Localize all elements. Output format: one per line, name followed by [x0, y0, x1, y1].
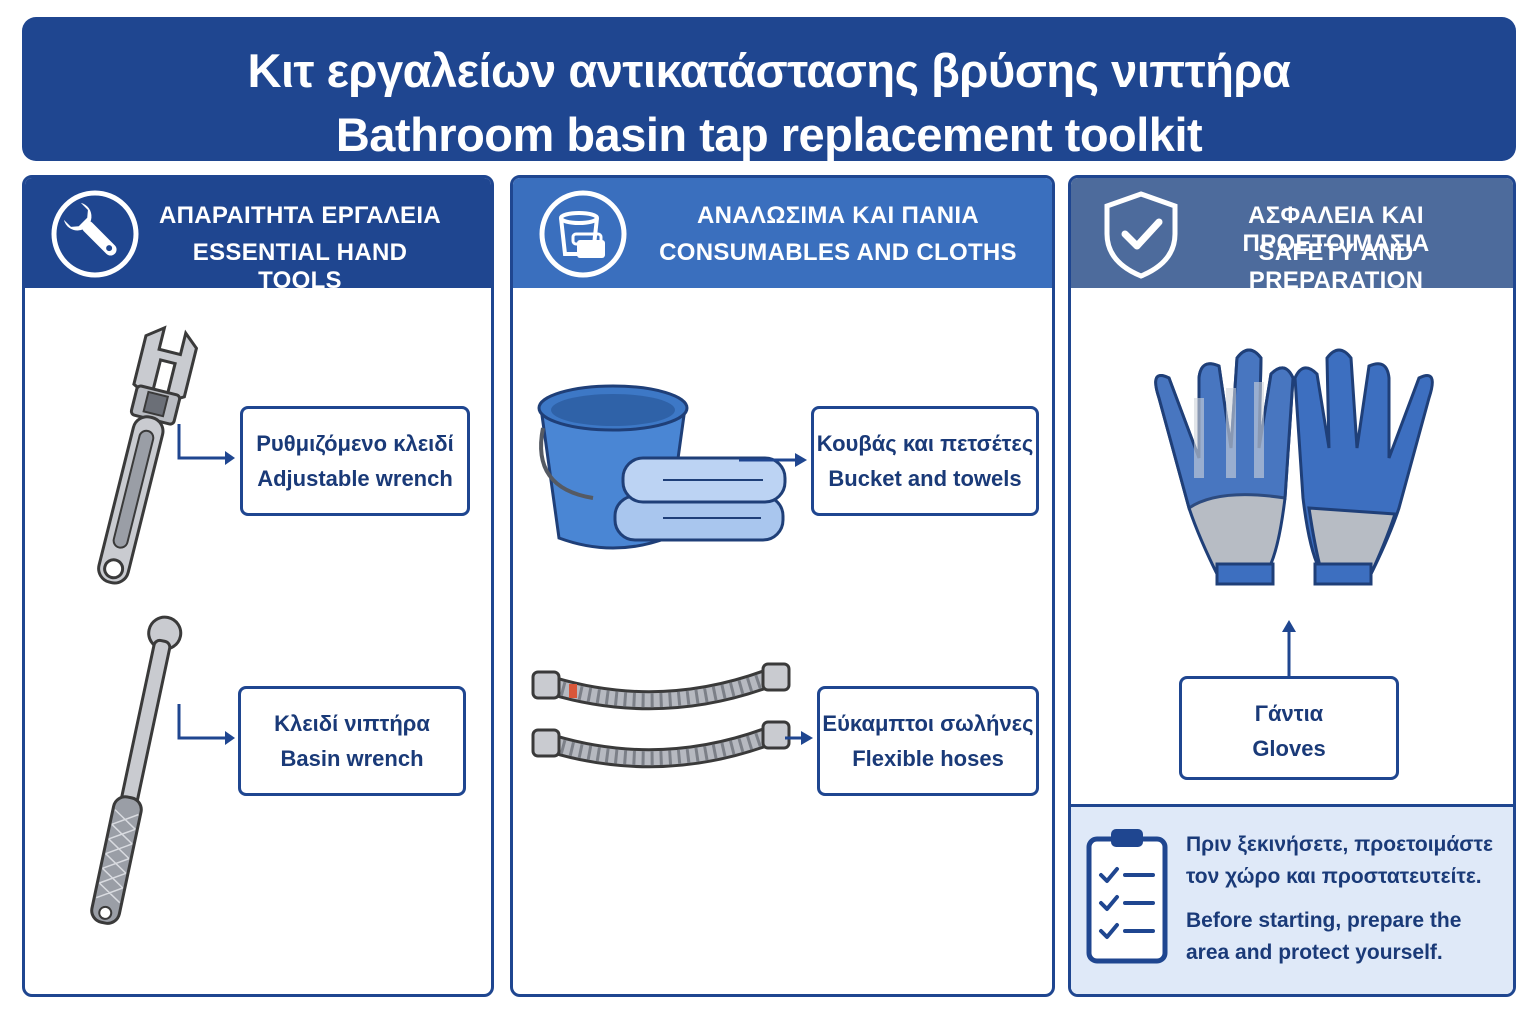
arrow-up-icon: [1282, 620, 1296, 678]
label-bucket-towels: Κουβάς και πετσέτες Bucket and towels: [811, 406, 1039, 516]
adjustable-wrench-icon: [97, 325, 199, 585]
tip-text-greek: Πριν ξεκινήσετε, προετοιμάστε τον χώρο κ…: [1186, 833, 1493, 888]
title-english: Bathroom basin tap replacement toolkit: [335, 108, 1203, 161]
flexible-hoses-icon: [531, 662, 791, 769]
panel-heading-english: SAFETY AND PREPARATION: [1248, 239, 1424, 294]
item-label-english: Basin wrench: [280, 746, 424, 771]
panel-heading-greek: ΑΝΑΛΩΣΙΜΑ ΚΑΙ ΠΑΝΙΑ: [696, 202, 979, 229]
item-label-english: Gloves: [1252, 736, 1326, 761]
arrow-icon: [177, 704, 235, 745]
item-label-greek: Κλειδί νιπτήρα: [274, 711, 430, 736]
panel-header: ΑΠΑΡΑΙΤΗΤΑ ΕΡΓΑΛΕΙΑ ESSENTIAL HAND TOOLS: [25, 178, 491, 294]
preparation-tip: Πριν ξεκινήσετε, προετοιμάστε τον χώρο κ…: [1071, 804, 1513, 994]
title-greek: Κιτ εργαλείων αντικατάστασης βρύσης νιπτ…: [247, 44, 1291, 97]
item-label-greek: Γάντια: [1254, 701, 1324, 726]
label-gloves: Γάντια Gloves: [1179, 676, 1399, 780]
panel-header: ΑΣΦΑΛΕΙΑ ΚΑΙ ΠΡΟΕΤΟΙΜΑΣΙΑ SAFETY AND PRE…: [1071, 178, 1513, 294]
panel-header: ΑΝΑΛΩΣΙΜΑ ΚΑΙ ΠΑΝΙΑ CONSUMABLES AND CLOT…: [513, 178, 1052, 288]
clipboard-checklist-icon: [1086, 829, 1168, 964]
item-label-greek: Κουβάς και πετσέτες: [816, 431, 1034, 456]
label-flexible-hoses: Εύκαμπτοι σωλήνες Flexible hoses: [817, 686, 1039, 796]
label-adjustable-wrench: Ρυθμιζόμενο κλειδί Adjustable wrench: [240, 406, 470, 516]
panel-hand-tools: ΑΠΑΡΑΙΤΗΤΑ ΕΡΓΑΛΕΙΑ ESSENTIAL HAND TOOLS…: [22, 175, 494, 997]
arrow-icon: [785, 731, 813, 745]
item-label-greek: Εύκαμπτοι σωλήνες: [822, 711, 1034, 736]
panel-heading-english: CONSUMABLES AND CLOTHS: [659, 239, 1017, 266]
label-basin-wrench: Κλειδί νιπτήρα Basin wrench: [238, 686, 466, 796]
panel-heading-greek: ΑΠΑΡΑΙΤΗΤΑ ΕΡΓΑΛΕΙΑ: [159, 202, 441, 229]
bucket-towels-icon: [537, 384, 787, 550]
item-label-english: Adjustable wrench: [257, 466, 453, 491]
panel-heading-greek: ΑΣΦΑΛΕΙΑ ΚΑΙ ΠΡΟΕΤΟΙΜΑΣΙΑ: [1242, 202, 1430, 257]
gloves-icon: [1154, 348, 1434, 586]
item-label-english: Bucket and towels: [828, 466, 1022, 491]
arrow-icon: [739, 453, 807, 467]
basin-wrench-icon: [90, 615, 183, 925]
item-label-greek: Ρυθμιζόμενο κλειδί: [256, 431, 454, 456]
panel-safety: ΑΣΦΑΛΕΙΑ ΚΑΙ ΠΡΟΕΤΟΙΜΑΣΙΑ SAFETY AND PRE…: [1068, 175, 1516, 997]
tip-text-english: Before starting, prepare the area and pr…: [1186, 909, 1462, 964]
panel-heading-english: ESSENTIAL HAND TOOLS: [192, 239, 408, 294]
wrench-icon: [51, 190, 139, 278]
item-label-english: Flexible hoses: [852, 746, 1004, 771]
shield-check-icon: [1104, 191, 1178, 279]
bucket-icon: [539, 190, 627, 278]
panel-consumables: ΑΝΑΛΩΣΙΜΑ ΚΑΙ ΠΑΝΙΑ CONSUMABLES AND CLOT…: [510, 175, 1055, 997]
title-banner: Κιτ εργαλείων αντικατάστασης βρύσης νιπτ…: [22, 17, 1516, 161]
arrow-icon: [177, 424, 235, 465]
